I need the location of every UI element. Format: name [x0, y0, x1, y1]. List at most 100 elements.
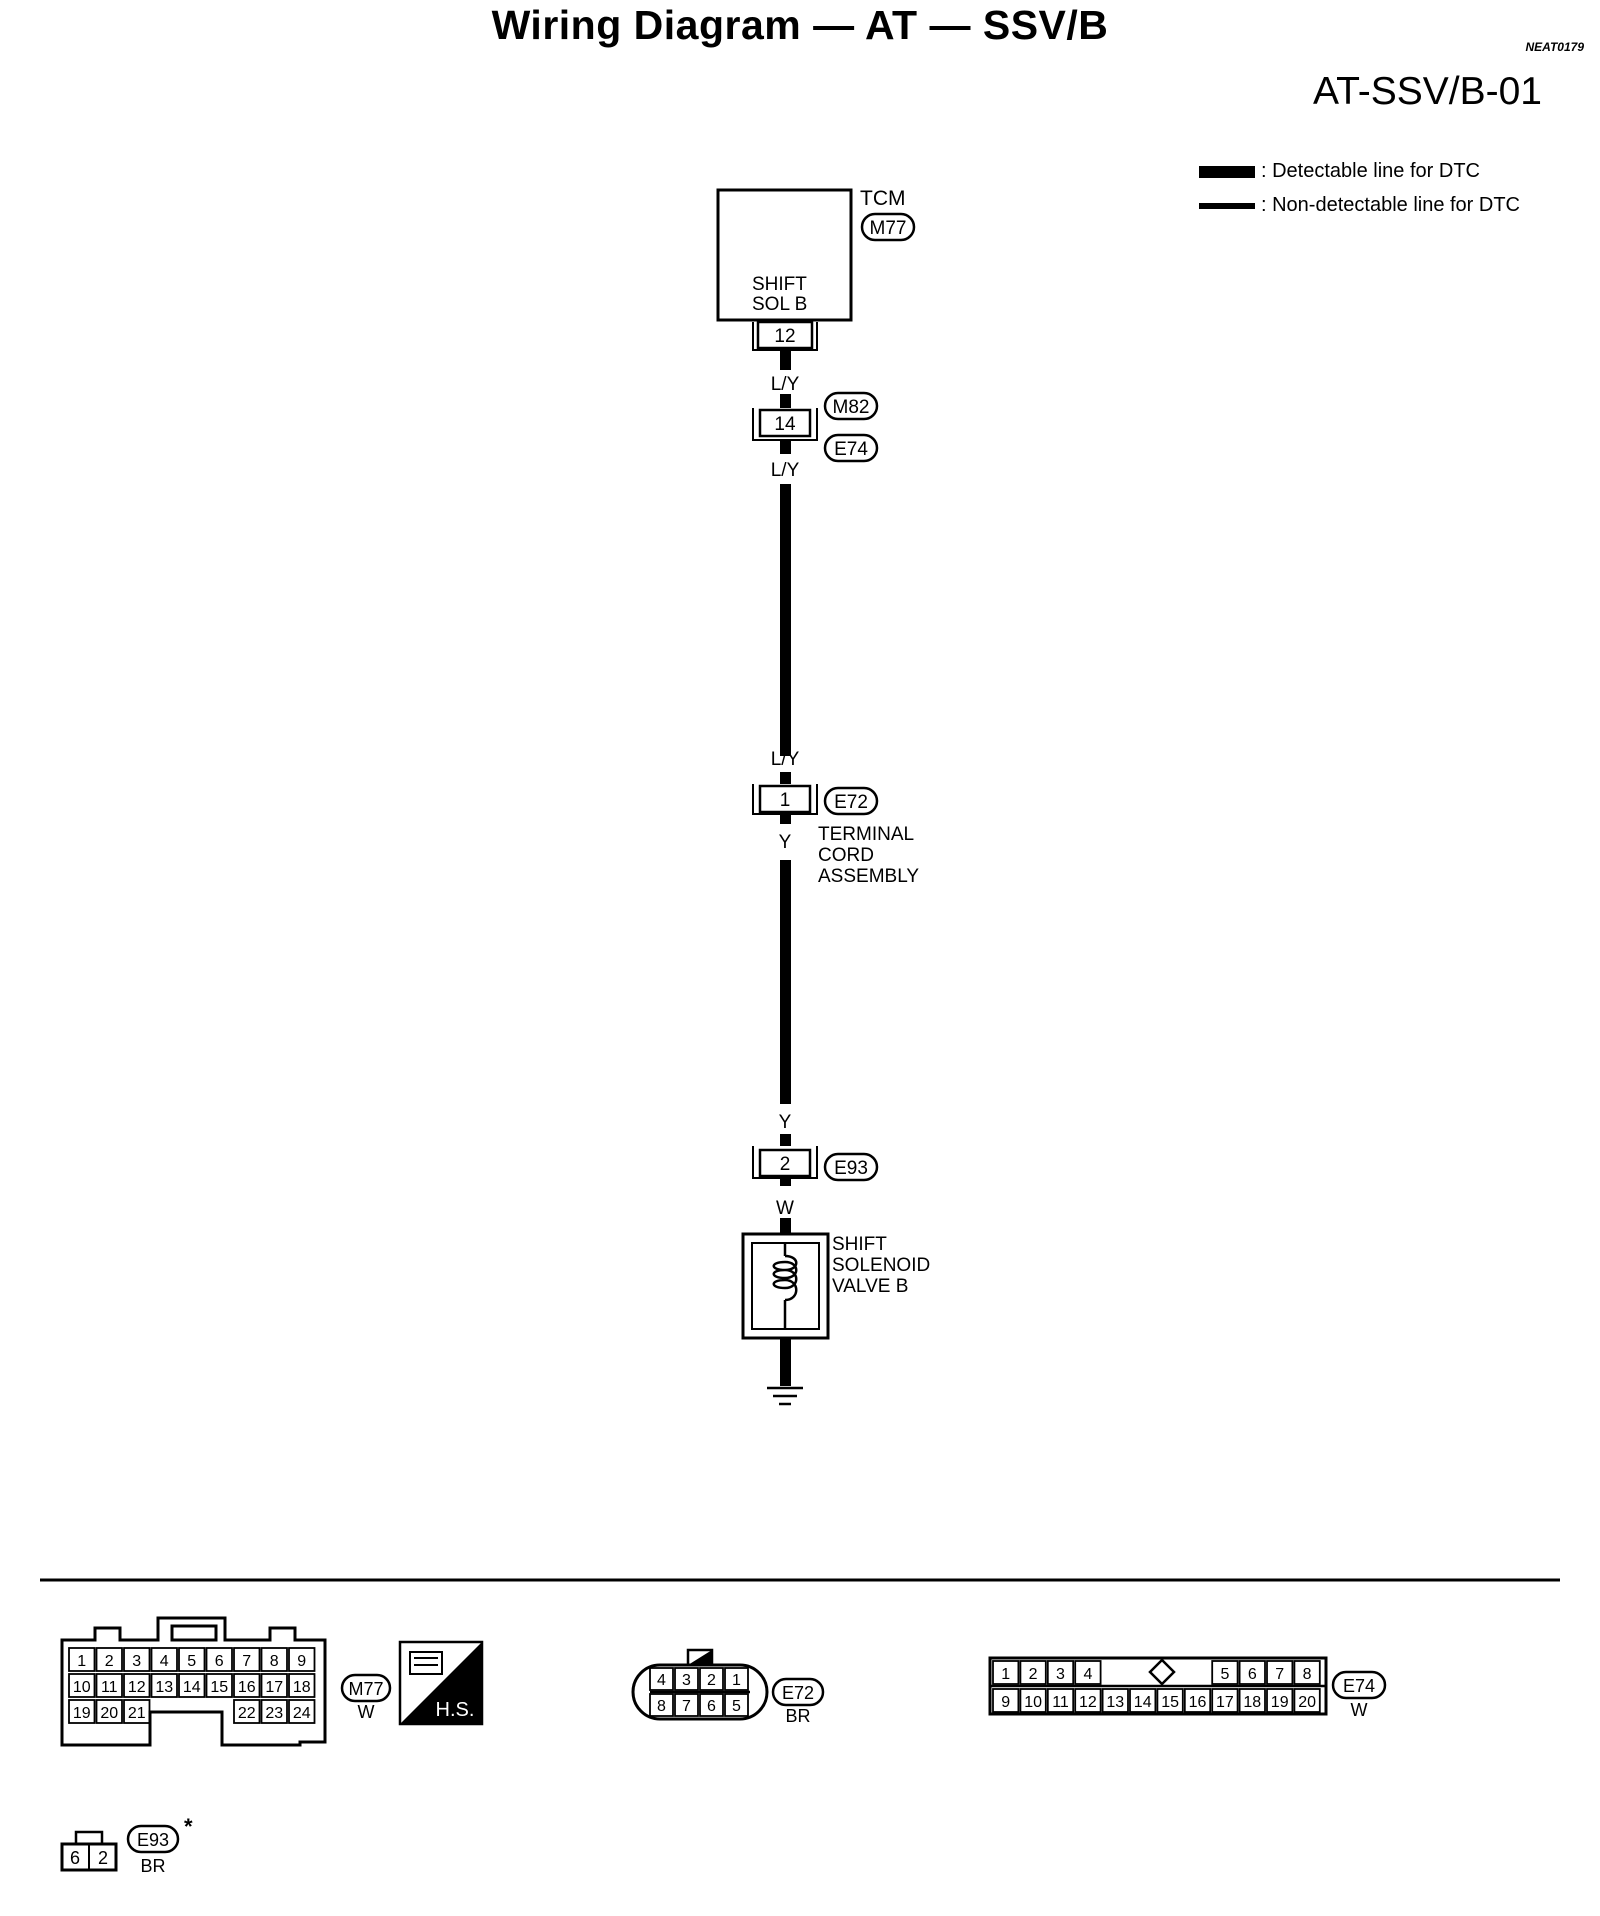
sv-pin: 2 — [780, 1154, 791, 1175]
tcm-connector-badge — [860, 212, 916, 242]
wire-segment — [780, 350, 791, 370]
connector-e93: 6 2 — [60, 1830, 118, 1872]
m77-pin: 20 — [100, 1705, 118, 1722]
solenoid-coil-icon — [772, 1254, 798, 1302]
tcm-pin-label-2: SOL B — [752, 294, 807, 315]
jc-conn-bottom-badge — [823, 433, 879, 463]
m77-pin: 23 — [265, 1705, 283, 1722]
m77-pin: 3 — [132, 1653, 141, 1670]
detectable-line-swatch — [1199, 165, 1255, 178]
e72-badge — [771, 1677, 825, 1707]
m77-pin: 17 — [265, 1679, 283, 1696]
m77-pin: 16 — [238, 1679, 256, 1696]
jc-conn-top: M82 — [833, 397, 870, 418]
m77-pin: 15 — [210, 1679, 228, 1696]
m77-name: M77 — [348, 1679, 383, 1699]
wire-segment — [780, 1218, 791, 1234]
page-id: AT-SSV/B-01 — [1312, 70, 1542, 113]
jc-conn-top-badge — [823, 391, 879, 421]
e72-pin: 2 — [707, 1672, 716, 1689]
wire-segment — [780, 814, 791, 824]
e74-pin: 18 — [1243, 1694, 1261, 1711]
m77-badge — [340, 1673, 392, 1703]
e74-pin: 15 — [1161, 1694, 1179, 1711]
ground-icon — [767, 1386, 803, 1406]
m77-pin: 22 — [238, 1705, 256, 1722]
e72-color: BR — [785, 1706, 810, 1726]
wire-ground — [780, 1338, 791, 1386]
tc-pin-box — [758, 784, 812, 814]
e93-name: E93 — [137, 1830, 169, 1850]
tc-conn-badge — [823, 786, 879, 816]
e72-pin: 6 — [707, 1698, 716, 1715]
e72-pin: 4 — [657, 1672, 666, 1689]
tc-label-2: CORD — [818, 845, 874, 866]
m77-pin: 6 — [215, 1653, 224, 1670]
e74-pin: 5 — [1220, 1666, 1229, 1683]
m77-pin: 18 — [293, 1679, 311, 1696]
e74-pin: 19 — [1271, 1694, 1289, 1711]
solenoid-label-1: SHIFT — [832, 1234, 887, 1255]
e74-pin: 6 — [1248, 1666, 1257, 1683]
jc-pin-box — [758, 408, 812, 438]
e74-pin: 13 — [1106, 1694, 1124, 1711]
wire-segment — [780, 772, 791, 784]
wire-label-6: W — [776, 1198, 794, 1219]
non-detectable-line-swatch — [1199, 202, 1255, 209]
tc-label-1: TERMINAL — [818, 824, 914, 845]
e93-badge — [126, 1824, 180, 1854]
jc-pin: 14 — [774, 414, 796, 435]
legend-non-detectable: : Non-detectable line for DTC — [1199, 194, 1520, 217]
tcm-pin: 12 — [774, 326, 795, 347]
wire-label-4: Y — [779, 832, 792, 853]
e74-pin: 7 — [1275, 1666, 1284, 1683]
m77-pin: 12 — [128, 1679, 146, 1696]
m77-pin: 2 — [105, 1653, 114, 1670]
e74-color: W — [1351, 1700, 1368, 1720]
wire-segment — [780, 1178, 791, 1186]
m77-pin: 1 — [77, 1653, 86, 1670]
tcm-pin-box — [756, 320, 814, 350]
e74-pin: 1 — [1001, 1666, 1010, 1683]
m77-pin: 8 — [270, 1653, 279, 1670]
m77-pin: 19 — [73, 1705, 91, 1722]
e74-pin: 14 — [1134, 1694, 1152, 1711]
sv-pin-box — [758, 1148, 812, 1178]
diagram-code: NEAT0179 — [1525, 40, 1584, 54]
tcm-connector-label: M77 — [870, 218, 907, 239]
jc-conn-bottom: E74 — [834, 439, 868, 460]
e93-pin-1: 6 — [70, 1848, 80, 1868]
tc-pin: 1 — [780, 790, 791, 811]
m77-pin: 4 — [160, 1653, 169, 1670]
e72-name: E72 — [782, 1683, 814, 1703]
solenoid-label-2: SOLENOID — [832, 1255, 930, 1276]
e74-pin: 3 — [1056, 1666, 1065, 1683]
m77-pin: 7 — [242, 1653, 251, 1670]
wire-label-3: L/Y — [771, 749, 800, 770]
e74-pin: 9 — [1001, 1694, 1010, 1711]
m77-pin: 10 — [73, 1679, 91, 1696]
solenoid-label-3: VALVE B — [832, 1276, 908, 1297]
e72-pin: 1 — [732, 1672, 741, 1689]
sv-conn: E93 — [834, 1158, 868, 1179]
e74-pin: 17 — [1216, 1694, 1234, 1711]
tc-conn: E72 — [834, 792, 868, 813]
m77-pin: 5 — [187, 1653, 196, 1670]
e74-pin: 4 — [1083, 1666, 1092, 1683]
e74-pin: 2 — [1029, 1666, 1038, 1683]
sv-conn-badge — [823, 1152, 879, 1182]
page-title: Wiring Diagram — AT — SSV/B — [491, 2, 1109, 48]
e93-star: * — [184, 1814, 193, 1839]
m77-pin: 24 — [293, 1705, 311, 1722]
e93-color: BR — [140, 1856, 165, 1876]
e74-pin: 11 — [1052, 1694, 1069, 1711]
wire-detectable-2 — [780, 860, 791, 1104]
e74-name: E74 — [1343, 1676, 1375, 1696]
e74-pin: 16 — [1189, 1694, 1207, 1711]
tcm-box — [716, 188, 853, 322]
legend-non-detectable-label: : Non-detectable line for DTC — [1261, 194, 1521, 216]
m77-pin: 13 — [155, 1679, 173, 1696]
e74-badge — [1331, 1670, 1387, 1700]
